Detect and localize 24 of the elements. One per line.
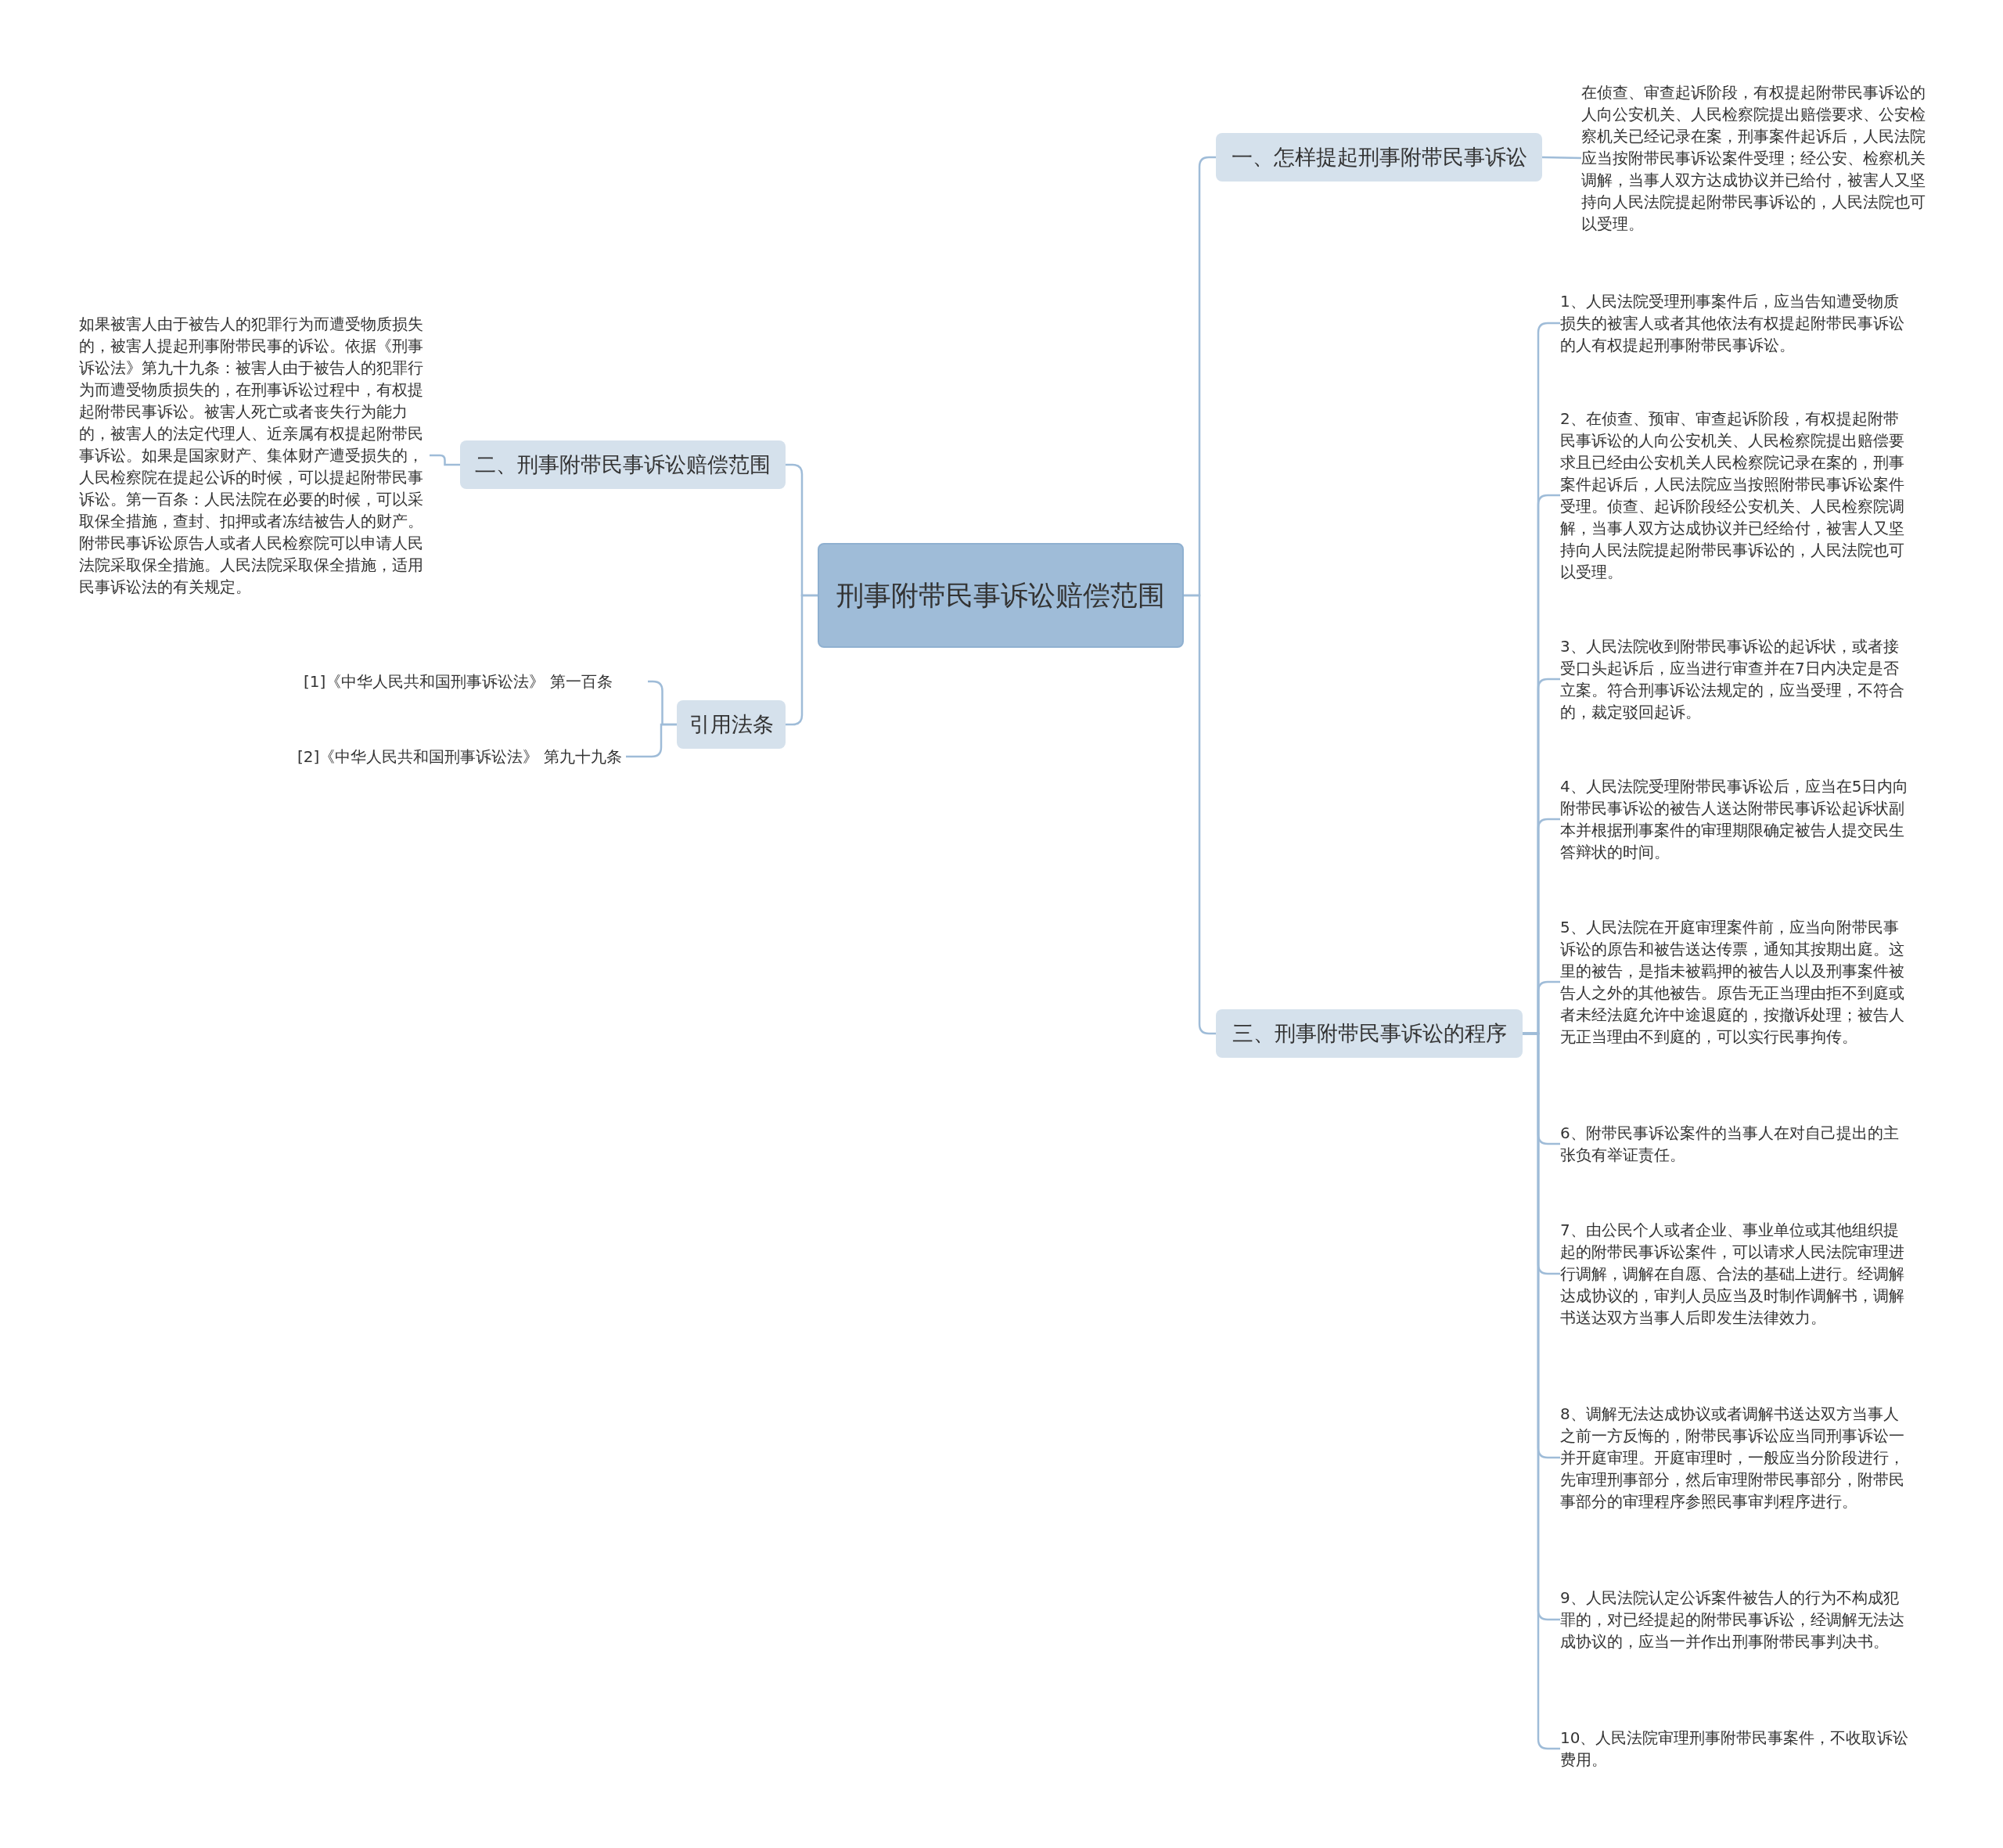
connector-line [1184,594,1216,1035]
connector-line [626,723,677,758]
note-text: [1]《中华人民共和国刑事诉讼法》 第一百条 [304,671,648,692]
note-text: 在侦查、审查起诉阶段，有权提起附带民事诉讼的人向公安机关、人民检察院提出赔偿要求、公安检察机关已经记录在案，刑事案件起诉后，人民法院应当按附带民事诉讼案件受理；经公安、检察机关调解，当事人双方达成协议并已给付，被害人又坚持向人民法院提起附带民事诉讼的，人民法院也可以受理。 [1581,81,1932,235]
note-text: 3、人民法院收到附带民事诉讼的起诉状，或者接受口头起诉后，应当进行审查并在7日内决定是否立案。符合刑事诉讼法规定的，应当受理，不符合的，裁定驳回起诉。 [1560,635,1912,723]
topic-box: 三、刑事附带民事诉讼的程序 [1216,1009,1523,1058]
connector-line [1541,156,1582,160]
note-text: [2]《中华人民共和国刑事诉讼法》 第九十九条 [297,746,626,768]
note-text: 10、人民法院审理刑事附带民事案件，不收取诉讼费用。 [1560,1727,1912,1771]
topic-box: 二、刑事附带民事诉讼赔偿范围 [460,440,786,489]
note-text: 8、调解无法达成协议或者调解书送达双方当事人之前一方反悔的，附带民事诉讼应当同刑事诉讼一并开庭审理。开庭审理时，一般应当分阶段进行，先审理刑事部分，然后审理附带民事部分，附带民事部分的审理程序参照民事审判程序进行。 [1560,1403,1912,1512]
note-text: 9、人民法院认定公诉案件被告人的行为不构成犯罪的，对已经提起的附带民事诉讼，经调解无法达成协议的，应当一并作出刑事附带民事判决书。 [1560,1587,1912,1652]
central-topic-box: 刑事附带民事诉讼赔偿范围 [818,543,1184,648]
note-text: 5、人民法院在开庭审理案件前，应当向附带民事诉讼的原告和被告送达传票，通知其按期出庭。这里的被告，是指未被羁押的被告人以及刑事案件被告人之外的其他被告。原告无正当理由拒不到庭或者未经法庭允许中途退庭的，按撤诉处理；被告人无正当理由不到庭的，可以实行民事拘传。 [1560,916,1912,1048]
note-text: 6、附带民事诉讼案件的当事人在对自己提出的主张负有举证责任。 [1560,1122,1912,1166]
note-text: 7、由公民个人或者企业、事业单位或其他组织提起的附带民事诉讼案件，可以请求人民法院审理进行调解，调解在自愿、合法的基础上进行。经调解达成协议的，审判人员应当及时制作调解书，调解书送达双方当事人后即发生法律效力。 [1560,1219,1912,1328]
connector-line [430,454,460,466]
note-text: 4、人民法院受理附带民事诉讼后，应当在5日内向附带民事诉讼的被告人送达附带民事诉讼起诉状副本并根据刑事案件的审理期限确定被告人提交民生答辩状的时间。 [1560,775,1912,863]
topic-box: 一、怎样提起刑事附带民事诉讼 [1216,133,1542,182]
note-text: 1、人民法院受理刑事案件后，应当告知遭受物质损失的被害人或者其他依法有权提起附带民事诉讼的人有权提起刑事附带民事诉讼。 [1560,290,1912,356]
topic-box: 引用法条 [677,700,786,749]
note-text: 如果被害人由于被告人的犯罪行为而遭受物质损失的，被害人提起刑事附带民事的诉讼。依据《刑事诉讼法》第九十九条：被害人由于被告人的犯罪行为而遭受物质损失的，在刑事诉讼过程中，有权提起附带民事诉讼。被害人死亡或者丧失行为能力的，被害人的法定代理人、近亲属有权提起附带民事诉讼。如果是国家财产、集体财产遭受损失的，人民检察院在提起公诉的时候，可以提起附带民事诉讼。第一百条：人民法院在必要的时候，可以采取保全措施，查封、扣押或者冻结被告人的财产。附带民事诉讼原告人或者人民检察院可以申请人民法院采取保全措施。人民法院采取保全措施，适用民事诉讼法的有关规定。 [79,313,430,598]
connector-line [786,594,818,726]
note-text: 2、在侦查、预审、审查起诉阶段，有权提起附带民事诉讼的人向公安机关、人民检察院提出赔偿要求且已经由公安机关人民检察院记录在案的，刑事案件起诉后，人民法院应当按照附带民事诉讼案件受理。侦查、起诉阶段经公安机关、人民检察院调解，当事人双方达成协议并已经给付，被害人又坚持向人民法院提起附带民事诉讼的，人民法院也可以受理。 [1560,408,1912,583]
